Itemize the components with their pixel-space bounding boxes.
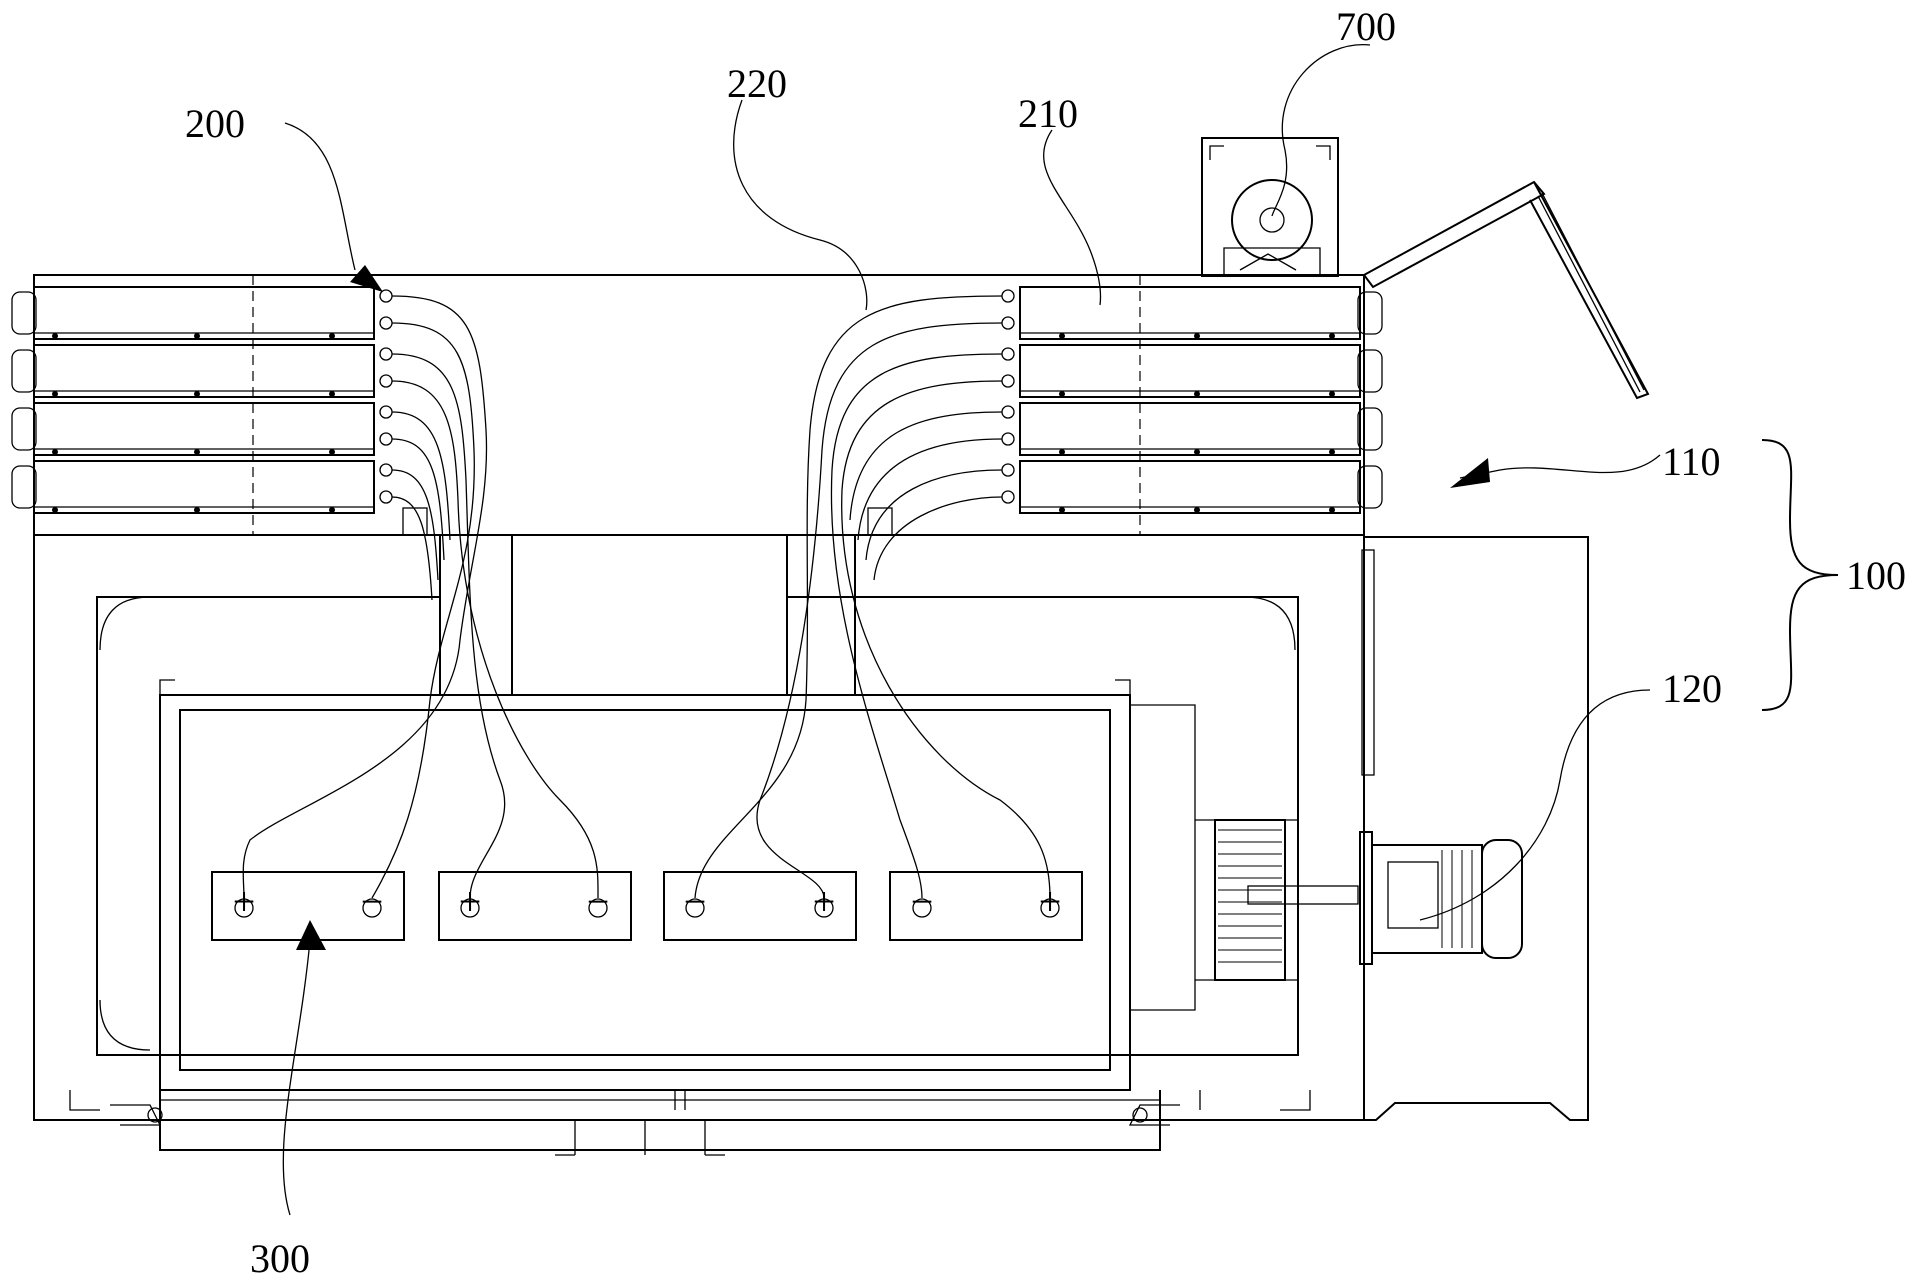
svg-text:+: + xyxy=(459,879,482,924)
right-battery-drawers xyxy=(1001,286,1383,514)
svg-text:+: + xyxy=(1039,879,1062,924)
right-drawer-1 xyxy=(1019,286,1383,340)
battery-modules-300 xyxy=(211,871,1083,941)
battery-module-4 xyxy=(889,871,1083,941)
arrow-head-200 xyxy=(350,265,383,292)
arrow-head-110 xyxy=(1450,458,1490,488)
svg-text:−: − xyxy=(587,879,610,924)
lower-housing xyxy=(33,534,1589,1121)
terminal-minus: − xyxy=(361,879,384,924)
label-200: 200 xyxy=(185,101,245,146)
base-assembly xyxy=(69,1090,1311,1156)
left-drawer-2 xyxy=(11,344,375,398)
label-110: 110 xyxy=(1662,439,1721,484)
right-connectors xyxy=(1001,289,1015,504)
terminal-plus: + xyxy=(459,879,482,924)
label-120: 120 xyxy=(1662,666,1722,711)
arrow-head-300 xyxy=(296,920,326,950)
terminal-plus: + xyxy=(1039,879,1062,924)
fan-unit-700 xyxy=(1201,137,1339,277)
svg-text:+: + xyxy=(233,879,256,924)
right-drawer-2 xyxy=(1019,344,1383,398)
terminal-minus: − xyxy=(587,879,610,924)
left-battery-drawers xyxy=(11,286,393,514)
right-drawer-3 xyxy=(1019,402,1383,456)
terminal-minus: − xyxy=(684,879,707,924)
terminal-plus: + xyxy=(233,879,256,924)
leader-lines xyxy=(282,44,1839,1216)
label-700: 700 xyxy=(1336,4,1396,49)
upper-frame xyxy=(33,274,1365,536)
left-drawer-3 xyxy=(11,402,375,456)
label-300: 300 xyxy=(250,1236,310,1281)
svg-text:−: − xyxy=(684,879,707,924)
svg-text:−: − xyxy=(361,879,384,924)
label-100: 100 xyxy=(1846,553,1906,598)
label-210: 210 xyxy=(1018,91,1078,136)
right-drawer-4 xyxy=(1019,460,1383,514)
svg-text:+: + xyxy=(813,879,836,924)
blower-motor-120 xyxy=(1214,819,1523,981)
battery-module-2 xyxy=(438,871,632,941)
terminal-minus: − xyxy=(911,879,934,924)
terminal-plus: + xyxy=(813,879,836,924)
reference-labels: 200 220 210 700 110 100 120 300 xyxy=(185,4,1906,1281)
label-220: 220 xyxy=(727,61,787,106)
battery-module-3 xyxy=(663,871,857,941)
terminals: + − + − − + − + xyxy=(233,879,1062,924)
cables-220 xyxy=(242,295,1051,899)
left-drawer-1 xyxy=(11,286,375,340)
left-connectors xyxy=(379,289,393,504)
svg-text:−: − xyxy=(911,879,934,924)
left-drawer-4 xyxy=(11,460,375,514)
lid-arm xyxy=(1362,180,1650,400)
